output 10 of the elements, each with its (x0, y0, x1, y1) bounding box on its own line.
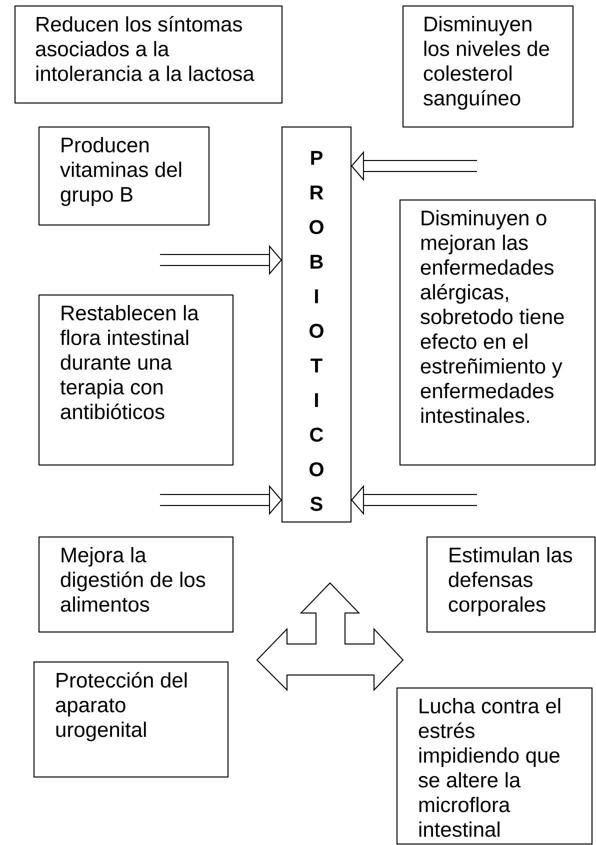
text-box: Disminuyen o mejoran las enfermedades alérgicas, sobretodo tiene efecto en el estreñimiento y enfermedades intestinales. (400, 200, 596, 466)
text-box: Reducen los síntomas asociados a la intolerancia a la lactosa (14, 6, 282, 104)
text-box: Producen vitaminas del grupo B (38, 126, 210, 226)
text-box: Lucha contra el estrés impidiendo que se altere la microflora intestinal (396, 688, 592, 844)
text-box: Disminuyen los niveles de colesterol sanguíneo (402, 6, 574, 128)
text-box: Mejora la digestión de los alimentos (38, 536, 234, 632)
title-column: PROBIOTICOS (282, 126, 352, 522)
text-box: Restablecen la flora intestinal durante una terapia con antibióticos (38, 294, 234, 466)
text-box: Estimulan las defensas corporales (426, 536, 596, 632)
text-box: Protección del aparato urogenital (34, 662, 228, 778)
